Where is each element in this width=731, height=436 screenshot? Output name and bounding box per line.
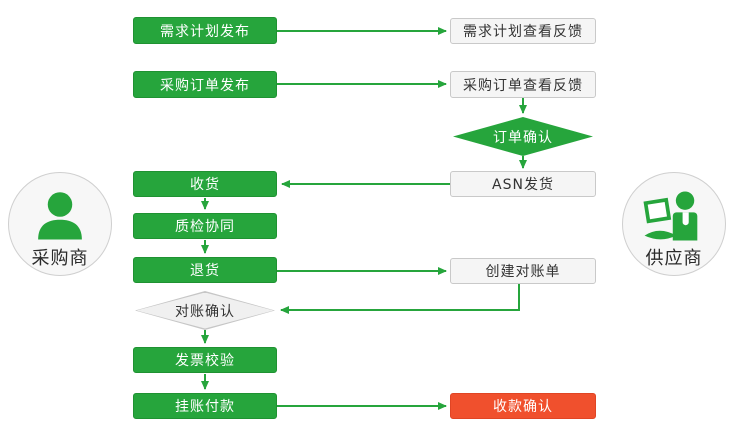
node-receive-goods: 收货: [133, 171, 277, 197]
diamond-reconciliation-confirm: 对账确认: [135, 291, 275, 330]
diamond-label: 对账确认: [175, 303, 235, 320]
node-demand-plan-publish: 需求计划发布: [133, 17, 277, 44]
node-create-statement: 创建对账单: [450, 258, 596, 284]
node-demand-plan-feedback: 需求计划查看反馈: [450, 18, 596, 44]
actor-supplier: 供应商: [622, 172, 726, 276]
arrow-statement-to-reconcile: [280, 284, 520, 314]
actor-supplier-label: 供应商: [645, 248, 703, 269]
diamond-order-confirm: 订单确认: [453, 117, 593, 156]
node-payment-receipt-confirm: 收款确认: [450, 393, 596, 419]
person-laptop-icon: [642, 185, 706, 243]
node-return-goods: 退货: [133, 257, 277, 283]
person-icon: [32, 185, 88, 243]
node-book-payment: 挂账付款: [133, 393, 277, 419]
node-po-publish: 采购订单发布: [133, 71, 277, 98]
node-po-feedback: 采购订单查看反馈: [450, 71, 596, 98]
node-invoice-verification: 发票校验: [133, 347, 277, 373]
diamond-label: 订单确认: [493, 129, 553, 146]
node-asn-shipping: ASN发货: [450, 171, 596, 197]
node-quality-collaboration: 质检协同: [133, 213, 277, 239]
actor-buyer-label: 采购商: [31, 248, 89, 269]
actor-buyer: 采购商: [8, 172, 112, 276]
